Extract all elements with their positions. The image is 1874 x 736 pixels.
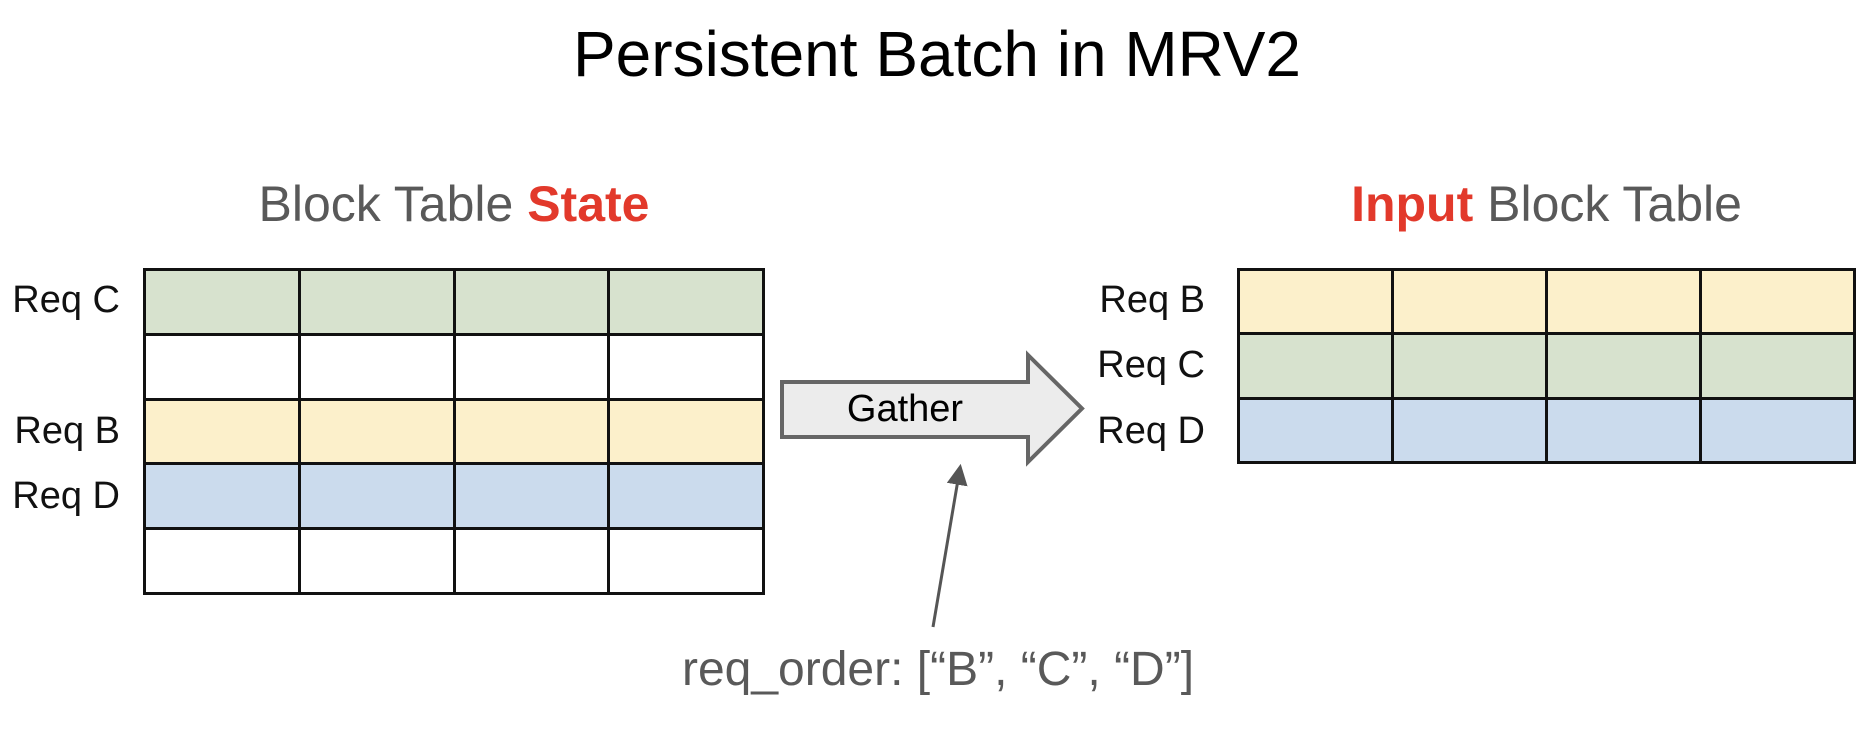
table-cell xyxy=(146,335,298,398)
gather-arrow xyxy=(780,350,1085,467)
table-cell xyxy=(455,530,608,592)
right-table-row-labels: Req B Req C Req D xyxy=(1075,268,1215,464)
row-label: Req B xyxy=(1099,279,1205,322)
table-cell xyxy=(1240,335,1391,397)
row-label: Req C xyxy=(1097,344,1205,387)
table-cell xyxy=(455,335,608,398)
table-cell xyxy=(1548,335,1699,397)
gather-label: Gather xyxy=(846,388,964,430)
table-cell xyxy=(455,271,608,333)
table-cell xyxy=(1702,399,1853,461)
row-label: Req D xyxy=(12,475,120,518)
table-cell xyxy=(1240,271,1391,333)
annotation-arrow-line xyxy=(931,463,968,628)
table-cell xyxy=(1702,335,1853,397)
left-block-table xyxy=(143,268,765,595)
left-table-title-text: Block Table xyxy=(258,176,528,232)
right-block-table xyxy=(1237,268,1856,464)
table-cell xyxy=(300,335,453,398)
table-cell xyxy=(1394,271,1545,333)
table-cell xyxy=(300,271,453,333)
row-label xyxy=(0,333,130,398)
row-label xyxy=(0,530,130,595)
table-cell xyxy=(1240,399,1391,461)
annotation-arrow xyxy=(931,463,968,628)
table-cell xyxy=(455,400,608,463)
table-cell xyxy=(300,400,453,463)
req-order-text: req_order: [“B”, “C”, “D”] xyxy=(681,643,1195,696)
table-cell xyxy=(146,465,298,528)
row-label: Req B xyxy=(14,410,120,453)
row-label: Req D xyxy=(1097,409,1205,452)
table-cell xyxy=(610,271,762,333)
table-cell xyxy=(1394,399,1545,461)
left-table-row-labels: Req C Req B Req D xyxy=(0,268,130,595)
right-table-title-highlight: Input xyxy=(1351,176,1474,232)
table-cell xyxy=(300,465,453,528)
left-table-title-highlight: State xyxy=(527,176,650,232)
table-cell xyxy=(146,400,298,463)
page-title: Persistent Batch in MRV2 xyxy=(572,18,1302,90)
table-cell xyxy=(300,530,453,592)
left-table-title: Block Table State xyxy=(143,174,765,234)
table-cell xyxy=(1702,271,1853,333)
table-cell xyxy=(610,465,762,528)
row-label: Req C xyxy=(12,279,120,322)
gather-arrow-shape xyxy=(780,350,1085,467)
table-cell xyxy=(146,271,298,333)
table-cell xyxy=(146,530,298,592)
table-cell xyxy=(610,400,762,463)
table-cell xyxy=(610,335,762,398)
right-table-title-text: Block Table xyxy=(1473,176,1742,232)
table-cell xyxy=(1548,399,1699,461)
right-table-title: Input Block Table xyxy=(1237,174,1856,234)
table-cell xyxy=(455,465,608,528)
table-cell xyxy=(1548,271,1699,333)
table-cell xyxy=(610,530,762,592)
table-cell xyxy=(1394,335,1545,397)
